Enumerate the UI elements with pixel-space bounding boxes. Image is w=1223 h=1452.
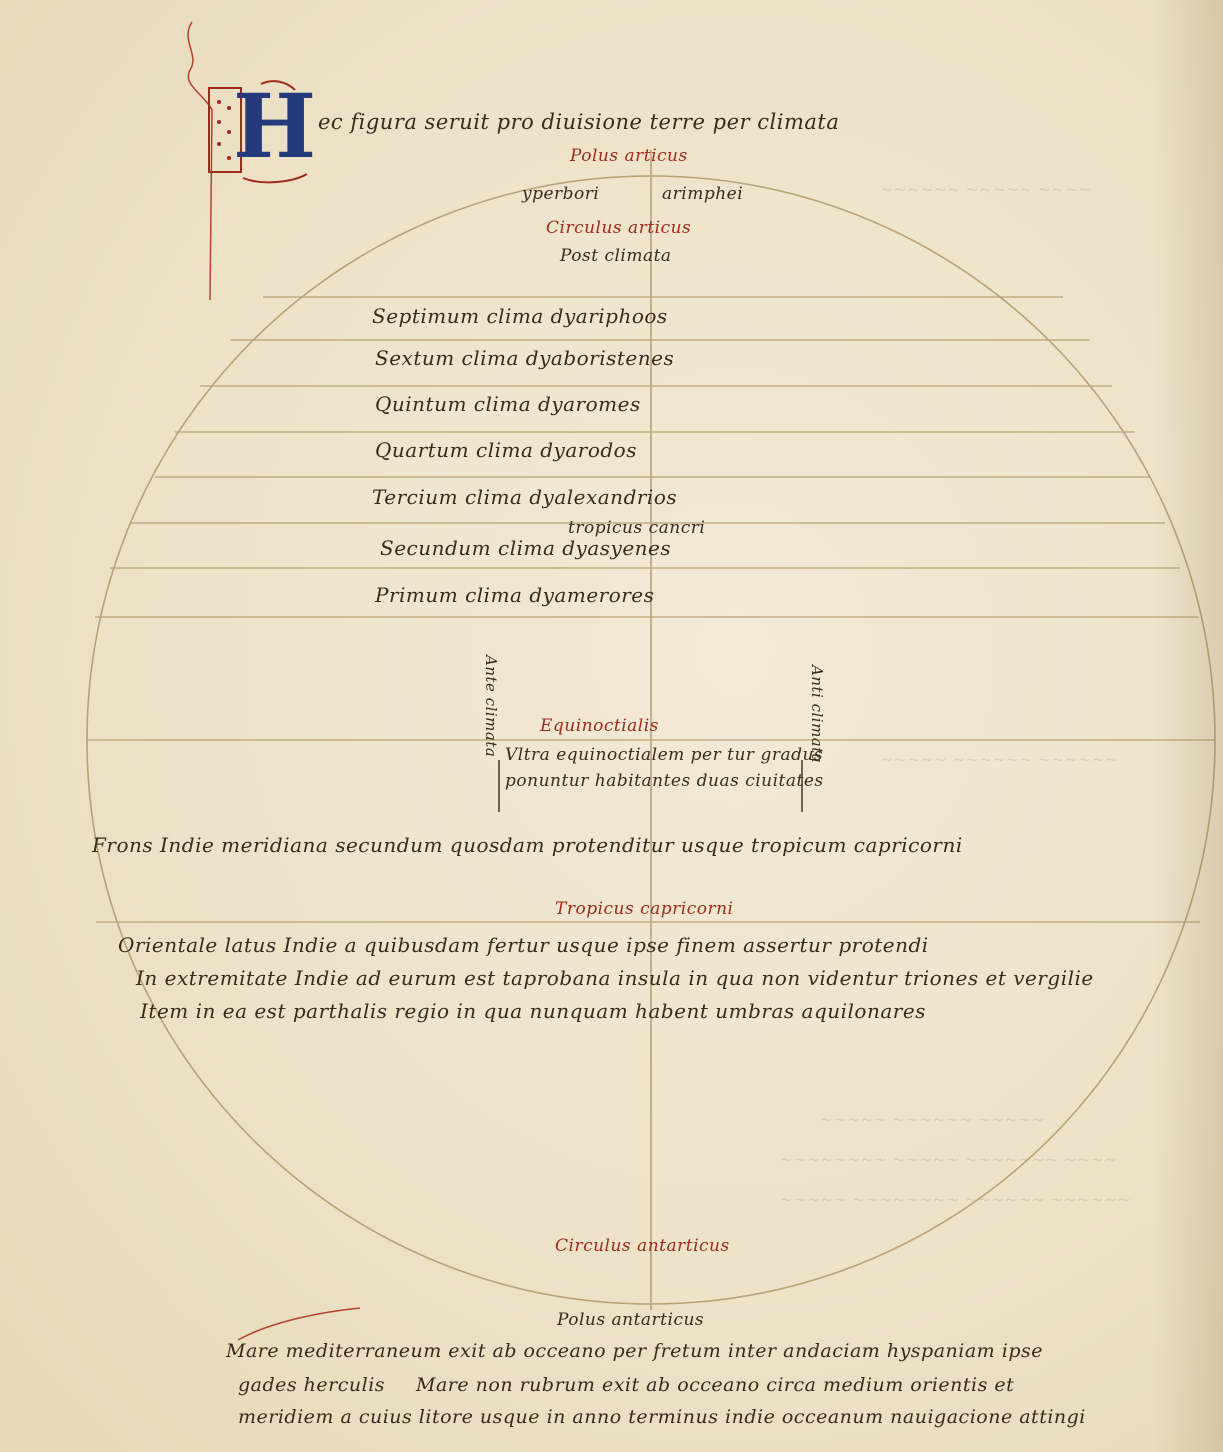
- clima-7: Septimum clima dyariphoos: [372, 304, 668, 328]
- clima-3: Tercium clima dyalexandrios: [372, 485, 678, 509]
- bleed-through-text: ~~~~~ ~~~~~~~~ ~~~~~~ ~~~~~~: [780, 1190, 1131, 1209]
- circulus-articus: Circulus articus: [546, 218, 692, 238]
- bottom-line-2b: Mare non rubrum exit ab occeano circa me…: [416, 1374, 1015, 1396]
- initial-letter: H: [233, 74, 317, 178]
- frons-indie: Frons Indie meridiana secundum quosdam p…: [92, 833, 963, 857]
- bottom-line-2a: gades herculis: [238, 1374, 386, 1396]
- bottom-line-1: Mare mediterraneum exit ab occeano per f…: [226, 1340, 1043, 1362]
- illuminated-initial: H: [203, 74, 317, 188]
- clima-4: Quartum clima dyarodos: [375, 438, 637, 462]
- equator-line-2: Vltra equinoctialem per tur gradus: [505, 745, 824, 765]
- clima-5: Quintum clima dyaromes: [375, 392, 641, 416]
- equator-line-3: ponuntur habitantes duas ciuitates: [505, 771, 824, 791]
- paragraph-line-2: In extremitate Indie ad eurum est taprob…: [136, 966, 1094, 990]
- ante-climata: Ante climata: [482, 655, 500, 758]
- post-climata: Post climata: [560, 246, 672, 266]
- bleed-through-text: ~~~~~ ~~~~~~ ~~~~~: [820, 1110, 1045, 1129]
- equinoctialis: Equinoctialis: [540, 716, 659, 736]
- bleed-through-text: ~~~~~ ~~~~~~ ~~~~~~: [880, 750, 1119, 769]
- label-yperbori: yperbori: [522, 184, 600, 204]
- bottom-line-3: meridiem a cuius litore usque in anno te…: [238, 1406, 1086, 1428]
- paragraph-line-1: Orientale latus Indie a quibusdam fertur…: [118, 933, 929, 957]
- bleed-through-text: ~~~~~~ ~~~~~ ~~~~: [880, 180, 1092, 199]
- label-arimphei: arimphei: [662, 184, 744, 204]
- polus-antarticus: Polus antarticus: [557, 1310, 705, 1330]
- clima-1: Primum clima dyamerores: [375, 583, 655, 607]
- polus-articus: Polus articus: [570, 146, 688, 166]
- clima-2: Secundum clima dyasyenes: [380, 536, 672, 560]
- anti-climata: Anti climata: [808, 665, 826, 764]
- circulus-antarticus: Circulus antarticus: [555, 1236, 730, 1256]
- clima-6: Sextum clima dyaboristenes: [375, 346, 675, 370]
- tropicus-cancri: tropicus cancri: [568, 518, 706, 538]
- paragraph-line-3: Item in ea est parthalis regio in qua nu…: [140, 999, 926, 1023]
- heading: ec figura seruit pro diuisione terre per…: [318, 110, 840, 134]
- tropicus-capricorni: Tropicus capricorni: [555, 899, 734, 919]
